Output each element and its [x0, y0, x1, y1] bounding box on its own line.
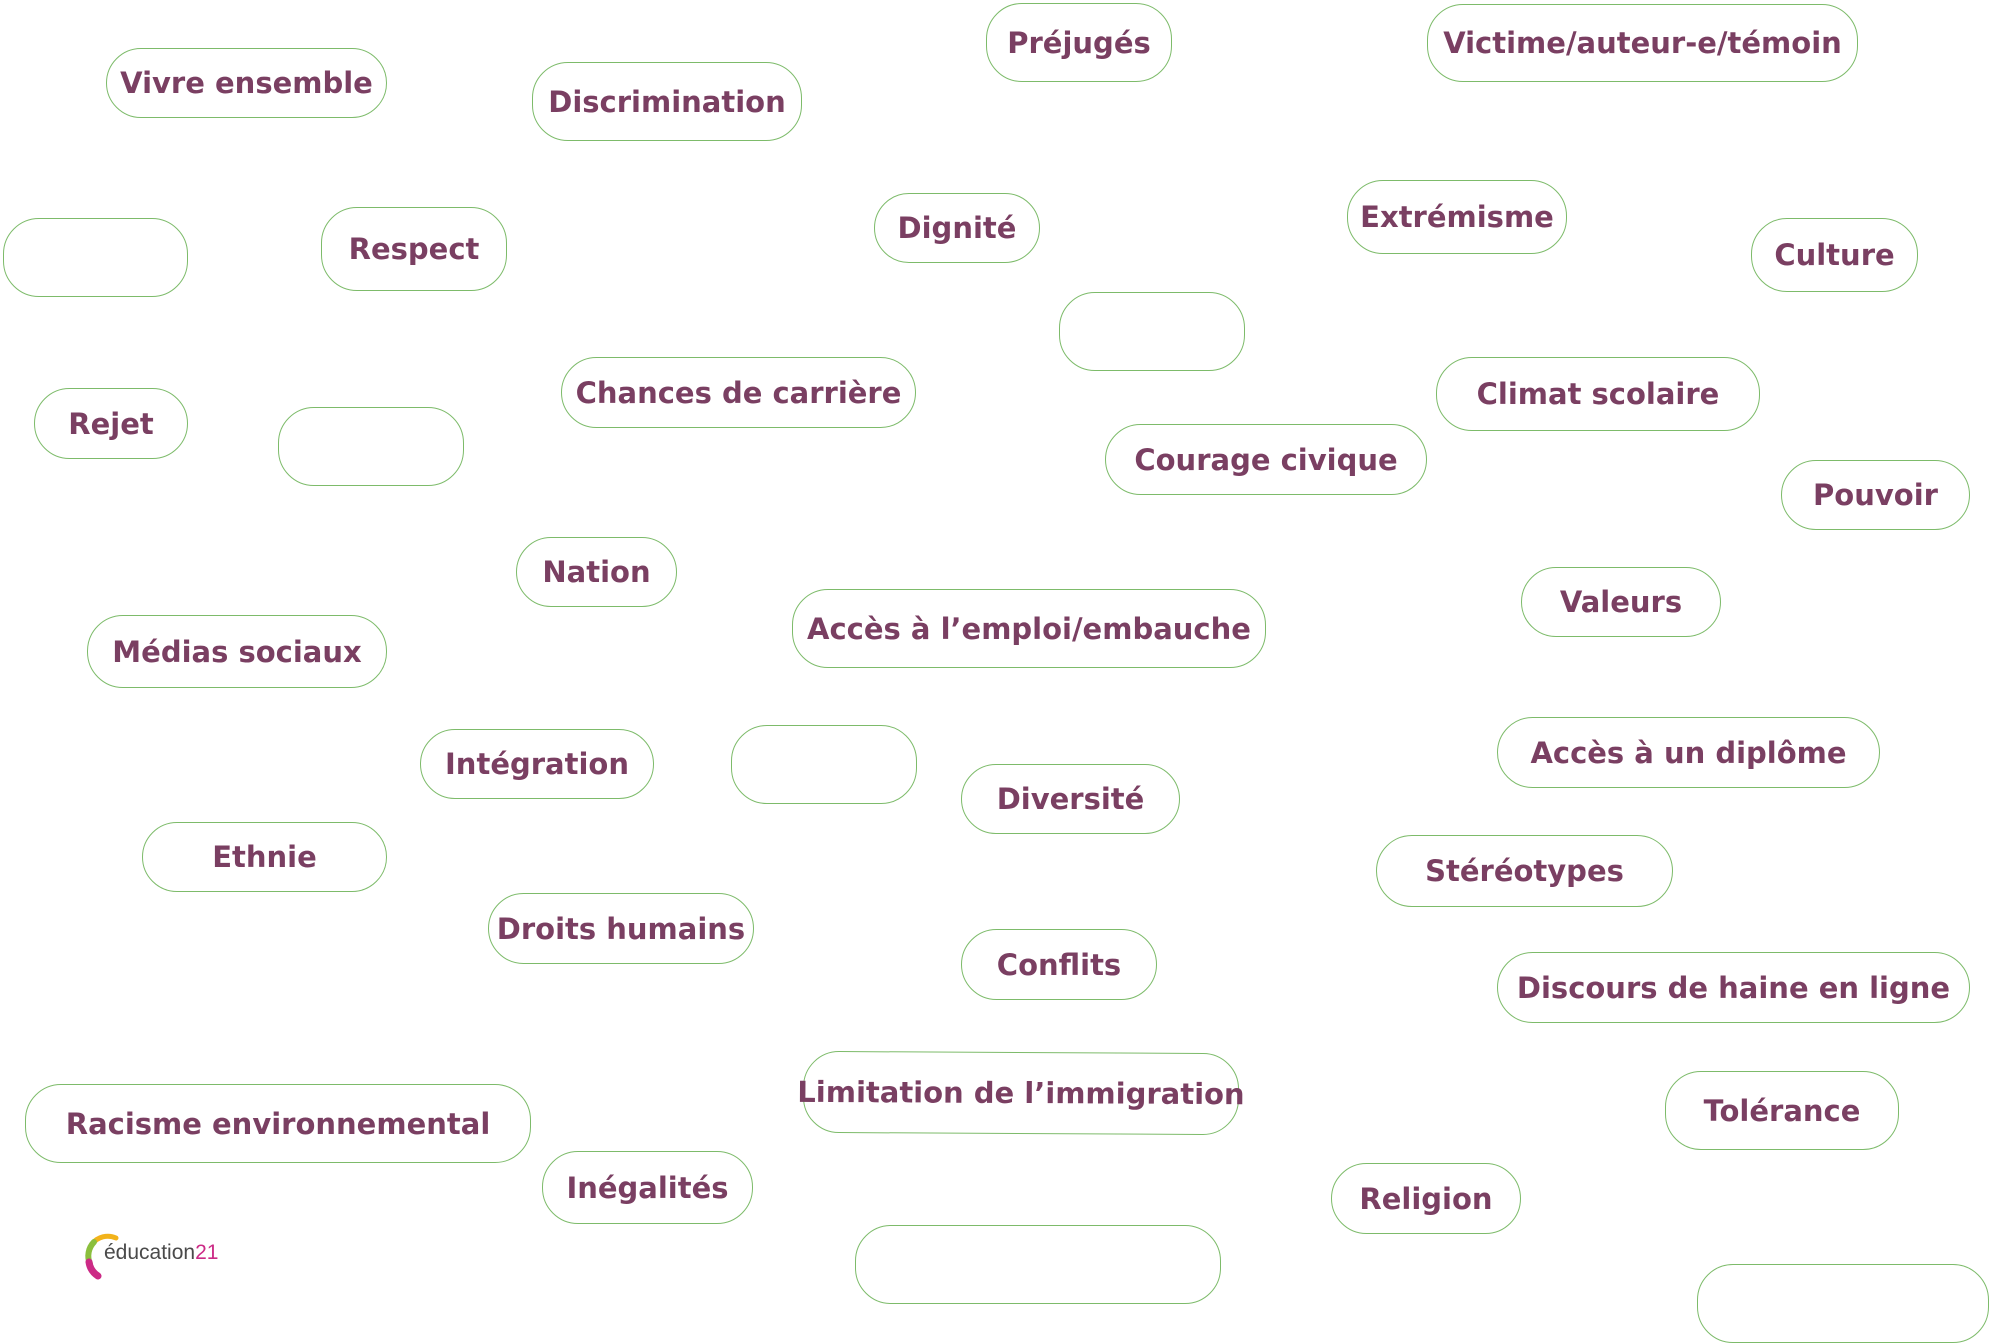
concept-card-droits-humains[interactable]: Droits humains — [488, 893, 754, 964]
blank-card[interactable] — [1697, 1264, 1989, 1343]
concept-card-vivre-ensemble[interactable]: Vivre ensemble — [106, 48, 387, 118]
concept-card-acces-emploi-embauche[interactable]: Accès à l’emploi/embauche — [792, 589, 1266, 668]
concept-card-inegalites[interactable]: Inégalités — [542, 1151, 753, 1224]
concept-card-stereotypes[interactable]: Stéréotypes — [1376, 835, 1673, 907]
blank-card[interactable] — [731, 725, 917, 804]
concept-card-pouvoir[interactable]: Pouvoir — [1781, 460, 1970, 530]
blank-card[interactable] — [855, 1225, 1221, 1304]
blank-card[interactable] — [1059, 292, 1245, 371]
concept-card-dignite[interactable]: Dignité — [874, 193, 1040, 263]
concept-card-medias-sociaux[interactable]: Médias sociaux — [87, 615, 387, 688]
education21-logo-icon — [85, 1233, 119, 1280]
concept-card-acces-a-un-diplome[interactable]: Accès à un diplôme — [1497, 717, 1880, 788]
concept-card-discours-de-haine-en-ligne[interactable]: Discours de haine en ligne — [1497, 952, 1970, 1023]
concept-card-prejuges[interactable]: Préjugés — [986, 3, 1172, 82]
concept-card-culture[interactable]: Culture — [1751, 218, 1918, 292]
concept-card-tolerance[interactable]: Tolérance — [1665, 1071, 1899, 1150]
concept-card-courage-civique[interactable]: Courage civique — [1105, 424, 1427, 495]
concept-card-ethnie[interactable]: Ethnie — [142, 822, 387, 892]
concept-card-racisme-environnemental[interactable]: Racisme environnemental — [25, 1084, 531, 1163]
concept-card-limitation-de-l-immigration[interactable]: Limitation de l’immigration — [797, 1050, 1245, 1136]
concept-card-chances-de-carriere[interactable]: Chances de carrière — [561, 357, 916, 428]
blank-card[interactable] — [278, 407, 464, 486]
concept-card-religion[interactable]: Religion — [1331, 1163, 1521, 1234]
logo-text: éducation — [104, 1241, 196, 1264]
concept-card-victime-auteur-temoin[interactable]: Victime/auteur-e/témoin — [1427, 4, 1858, 82]
concept-card-discrimination[interactable]: Discrimination — [532, 62, 802, 141]
concept-card-integration[interactable]: Intégration — [420, 729, 654, 799]
logo-wordmark: éducation21 — [104, 1241, 218, 1265]
concept-card-extremisme[interactable]: Extrémisme — [1347, 180, 1567, 254]
concept-card-diversite[interactable]: Diversité — [961, 764, 1180, 834]
concept-card-respect[interactable]: Respect — [321, 207, 507, 291]
concept-card-conflits[interactable]: Conflits — [961, 929, 1157, 1000]
concept-card-rejet[interactable]: Rejet — [34, 388, 188, 459]
education21-logo: éducation21 — [82, 1230, 282, 1280]
concept-card-climat-scolaire[interactable]: Climat scolaire — [1436, 357, 1760, 431]
concept-card-valeurs[interactable]: Valeurs — [1521, 567, 1721, 637]
logo-number: 21 — [195, 1241, 219, 1264]
concept-card-nation[interactable]: Nation — [516, 537, 677, 607]
blank-card[interactable] — [3, 218, 188, 297]
